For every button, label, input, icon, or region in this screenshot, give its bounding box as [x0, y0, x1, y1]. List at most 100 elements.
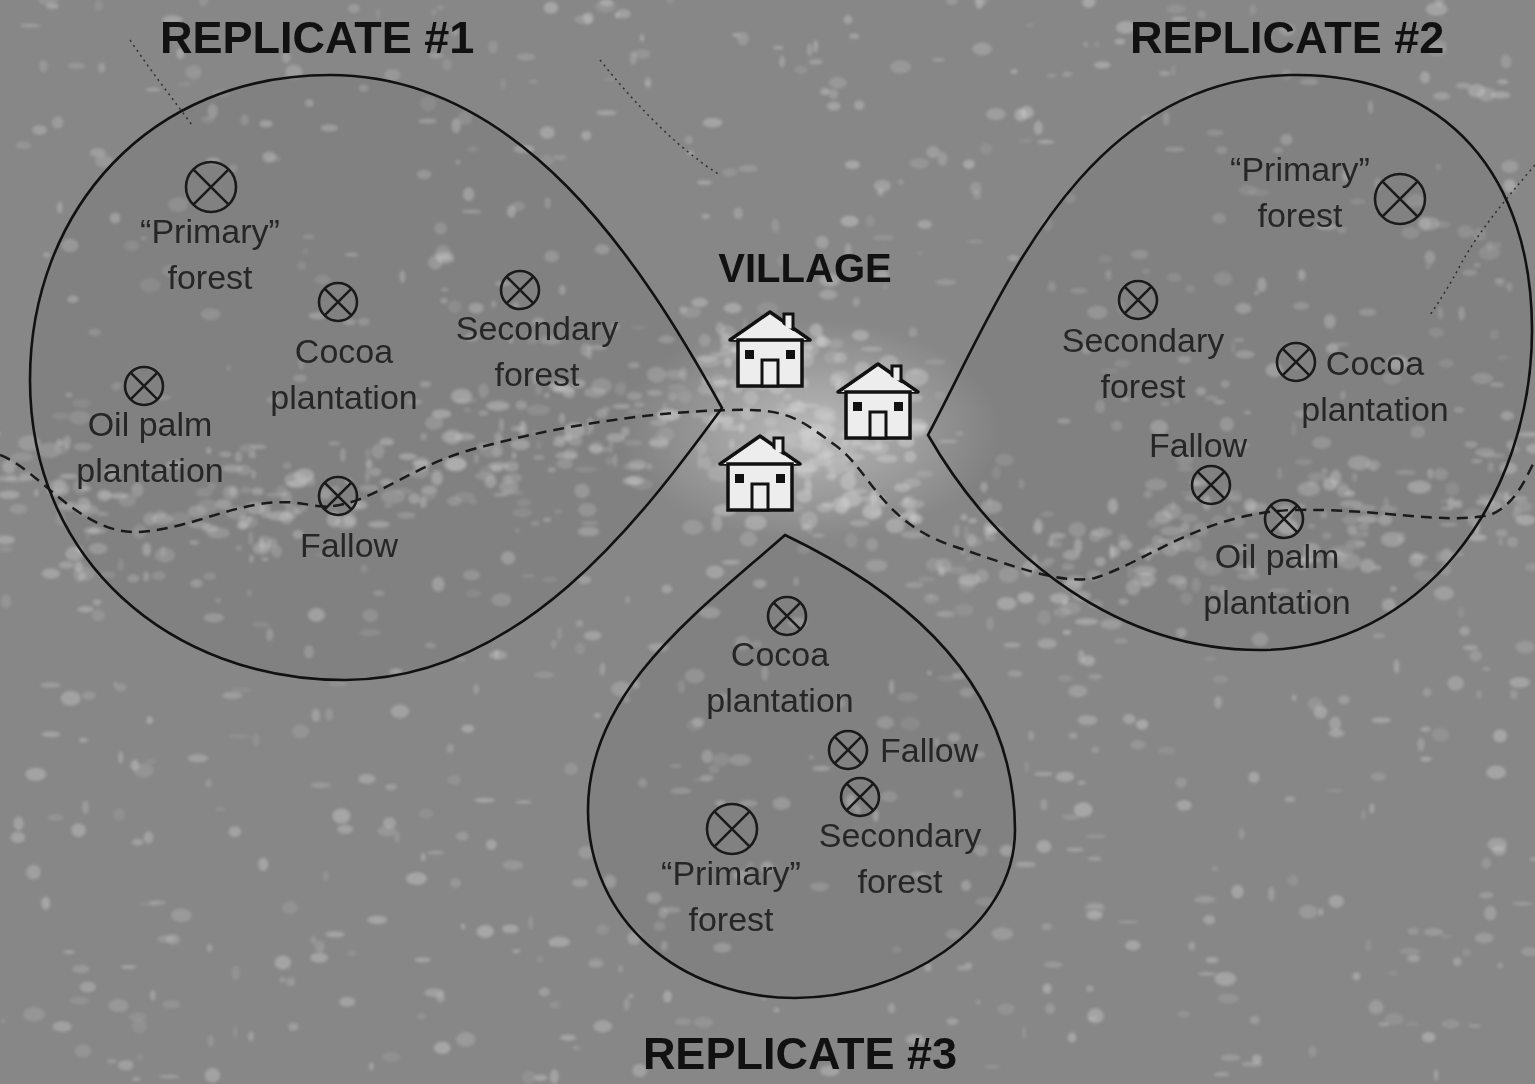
texture-speck — [1087, 570, 1102, 581]
texture-speck — [691, 298, 708, 308]
texture-speck — [553, 440, 565, 446]
texture-speck — [1070, 288, 1088, 294]
texture-speck — [1085, 834, 1107, 838]
texture-speck — [519, 421, 526, 437]
texture-speck — [42, 569, 60, 579]
texture-speck — [1281, 69, 1292, 80]
texture-speck — [235, 545, 242, 551]
texture-speck — [1222, 489, 1232, 496]
texture-speck — [1073, 591, 1091, 601]
texture-speck — [1474, 264, 1480, 267]
texture-speck — [379, 438, 394, 445]
texture-speck — [1176, 579, 1187, 591]
texture-speck — [667, 0, 674, 3]
texture-speck — [1314, 706, 1328, 719]
texture-speck — [1418, 217, 1439, 230]
sampling-site: “Primary” forest — [1200, 146, 1400, 238]
texture-speck — [946, 1018, 958, 1025]
texture-speck — [995, 454, 1014, 466]
texture-speck — [1318, 908, 1323, 916]
texture-speck — [435, 251, 454, 260]
texture-speck — [679, 368, 687, 381]
texture-speck — [1473, 522, 1479, 535]
texture-speck — [206, 527, 229, 538]
texture-speck — [1084, 902, 1105, 916]
texture-speck — [267, 538, 278, 549]
texture-speck — [1457, 225, 1473, 238]
texture-speck — [373, 590, 385, 596]
texture-speck — [1459, 627, 1470, 636]
texture-speck — [1268, 886, 1274, 901]
texture-speck — [1218, 994, 1239, 1004]
texture-speck — [784, 408, 806, 413]
texture-speck — [1171, 501, 1175, 510]
texture-speck — [457, 658, 466, 661]
texture-speck — [1074, 538, 1082, 554]
texture-speck — [662, 585, 672, 594]
texture-speck — [1475, 448, 1495, 456]
texture-speck — [447, 775, 461, 785]
texture-speck — [511, 427, 524, 431]
texture-speck — [835, 380, 841, 393]
texture-speck — [171, 908, 192, 922]
texture-speck — [1476, 499, 1495, 505]
texture-speck — [574, 484, 589, 498]
texture-speck — [1501, 160, 1518, 172]
texture-speck — [715, 391, 724, 404]
texture-speck — [729, 754, 751, 765]
texture-speck — [987, 525, 996, 536]
texture-speck — [121, 965, 136, 969]
texture-speck — [899, 499, 925, 508]
texture-speck — [1379, 1022, 1390, 1026]
texture-speck — [1367, 460, 1381, 471]
texture-speck — [358, 774, 375, 784]
texture-speck — [1082, 0, 1096, 8]
texture-speck — [708, 765, 719, 774]
texture-speck — [799, 403, 821, 407]
region-boundary — [30, 75, 722, 680]
texture-speck — [1497, 79, 1508, 84]
sampling-site: Cocoa plantation — [680, 631, 880, 723]
texture-speck — [155, 548, 175, 563]
texture-speck — [1378, 514, 1392, 525]
texture-speck — [434, 222, 447, 234]
texture-speck — [504, 473, 522, 483]
texture-speck — [226, 506, 248, 519]
texture-speck — [745, 515, 767, 530]
texture-speck — [796, 544, 811, 554]
texture-speck — [1490, 329, 1500, 340]
texture-speck — [649, 440, 670, 447]
texture-speck — [461, 210, 481, 213]
texture-speck — [632, 679, 639, 688]
texture-speck — [544, 393, 549, 398]
texture-speck — [1257, 278, 1266, 292]
texture-speck — [25, 768, 46, 781]
texture-speck — [252, 622, 270, 628]
texture-speck — [166, 934, 180, 944]
texture-speck — [796, 461, 815, 478]
texture-speck — [1477, 87, 1495, 101]
texture-speck — [926, 558, 943, 572]
texture-speck — [1330, 470, 1341, 486]
texture-speck — [319, 488, 331, 500]
texture-speck — [1486, 242, 1502, 249]
texture-speck — [897, 393, 922, 403]
texture-speck — [799, 428, 818, 437]
texture-speck — [349, 501, 360, 512]
texture-speck — [841, 439, 848, 446]
texture-speck — [1034, 121, 1043, 135]
texture-speck — [967, 537, 983, 547]
texture-speck — [1501, 55, 1512, 69]
texture-speck — [501, 551, 515, 564]
texture-speck — [1285, 796, 1296, 802]
texture-speck — [441, 431, 461, 443]
texture-speck — [690, 413, 706, 418]
texture-speck — [1105, 270, 1111, 280]
texture-speck — [57, 202, 62, 214]
texture-speck — [935, 279, 956, 285]
texture-speck — [1186, 285, 1196, 293]
sampling-site: Oil palm plantation — [1177, 533, 1377, 625]
texture-speck — [1516, 515, 1535, 525]
texture-speck — [997, 1003, 1014, 1014]
texture-speck — [709, 375, 727, 386]
